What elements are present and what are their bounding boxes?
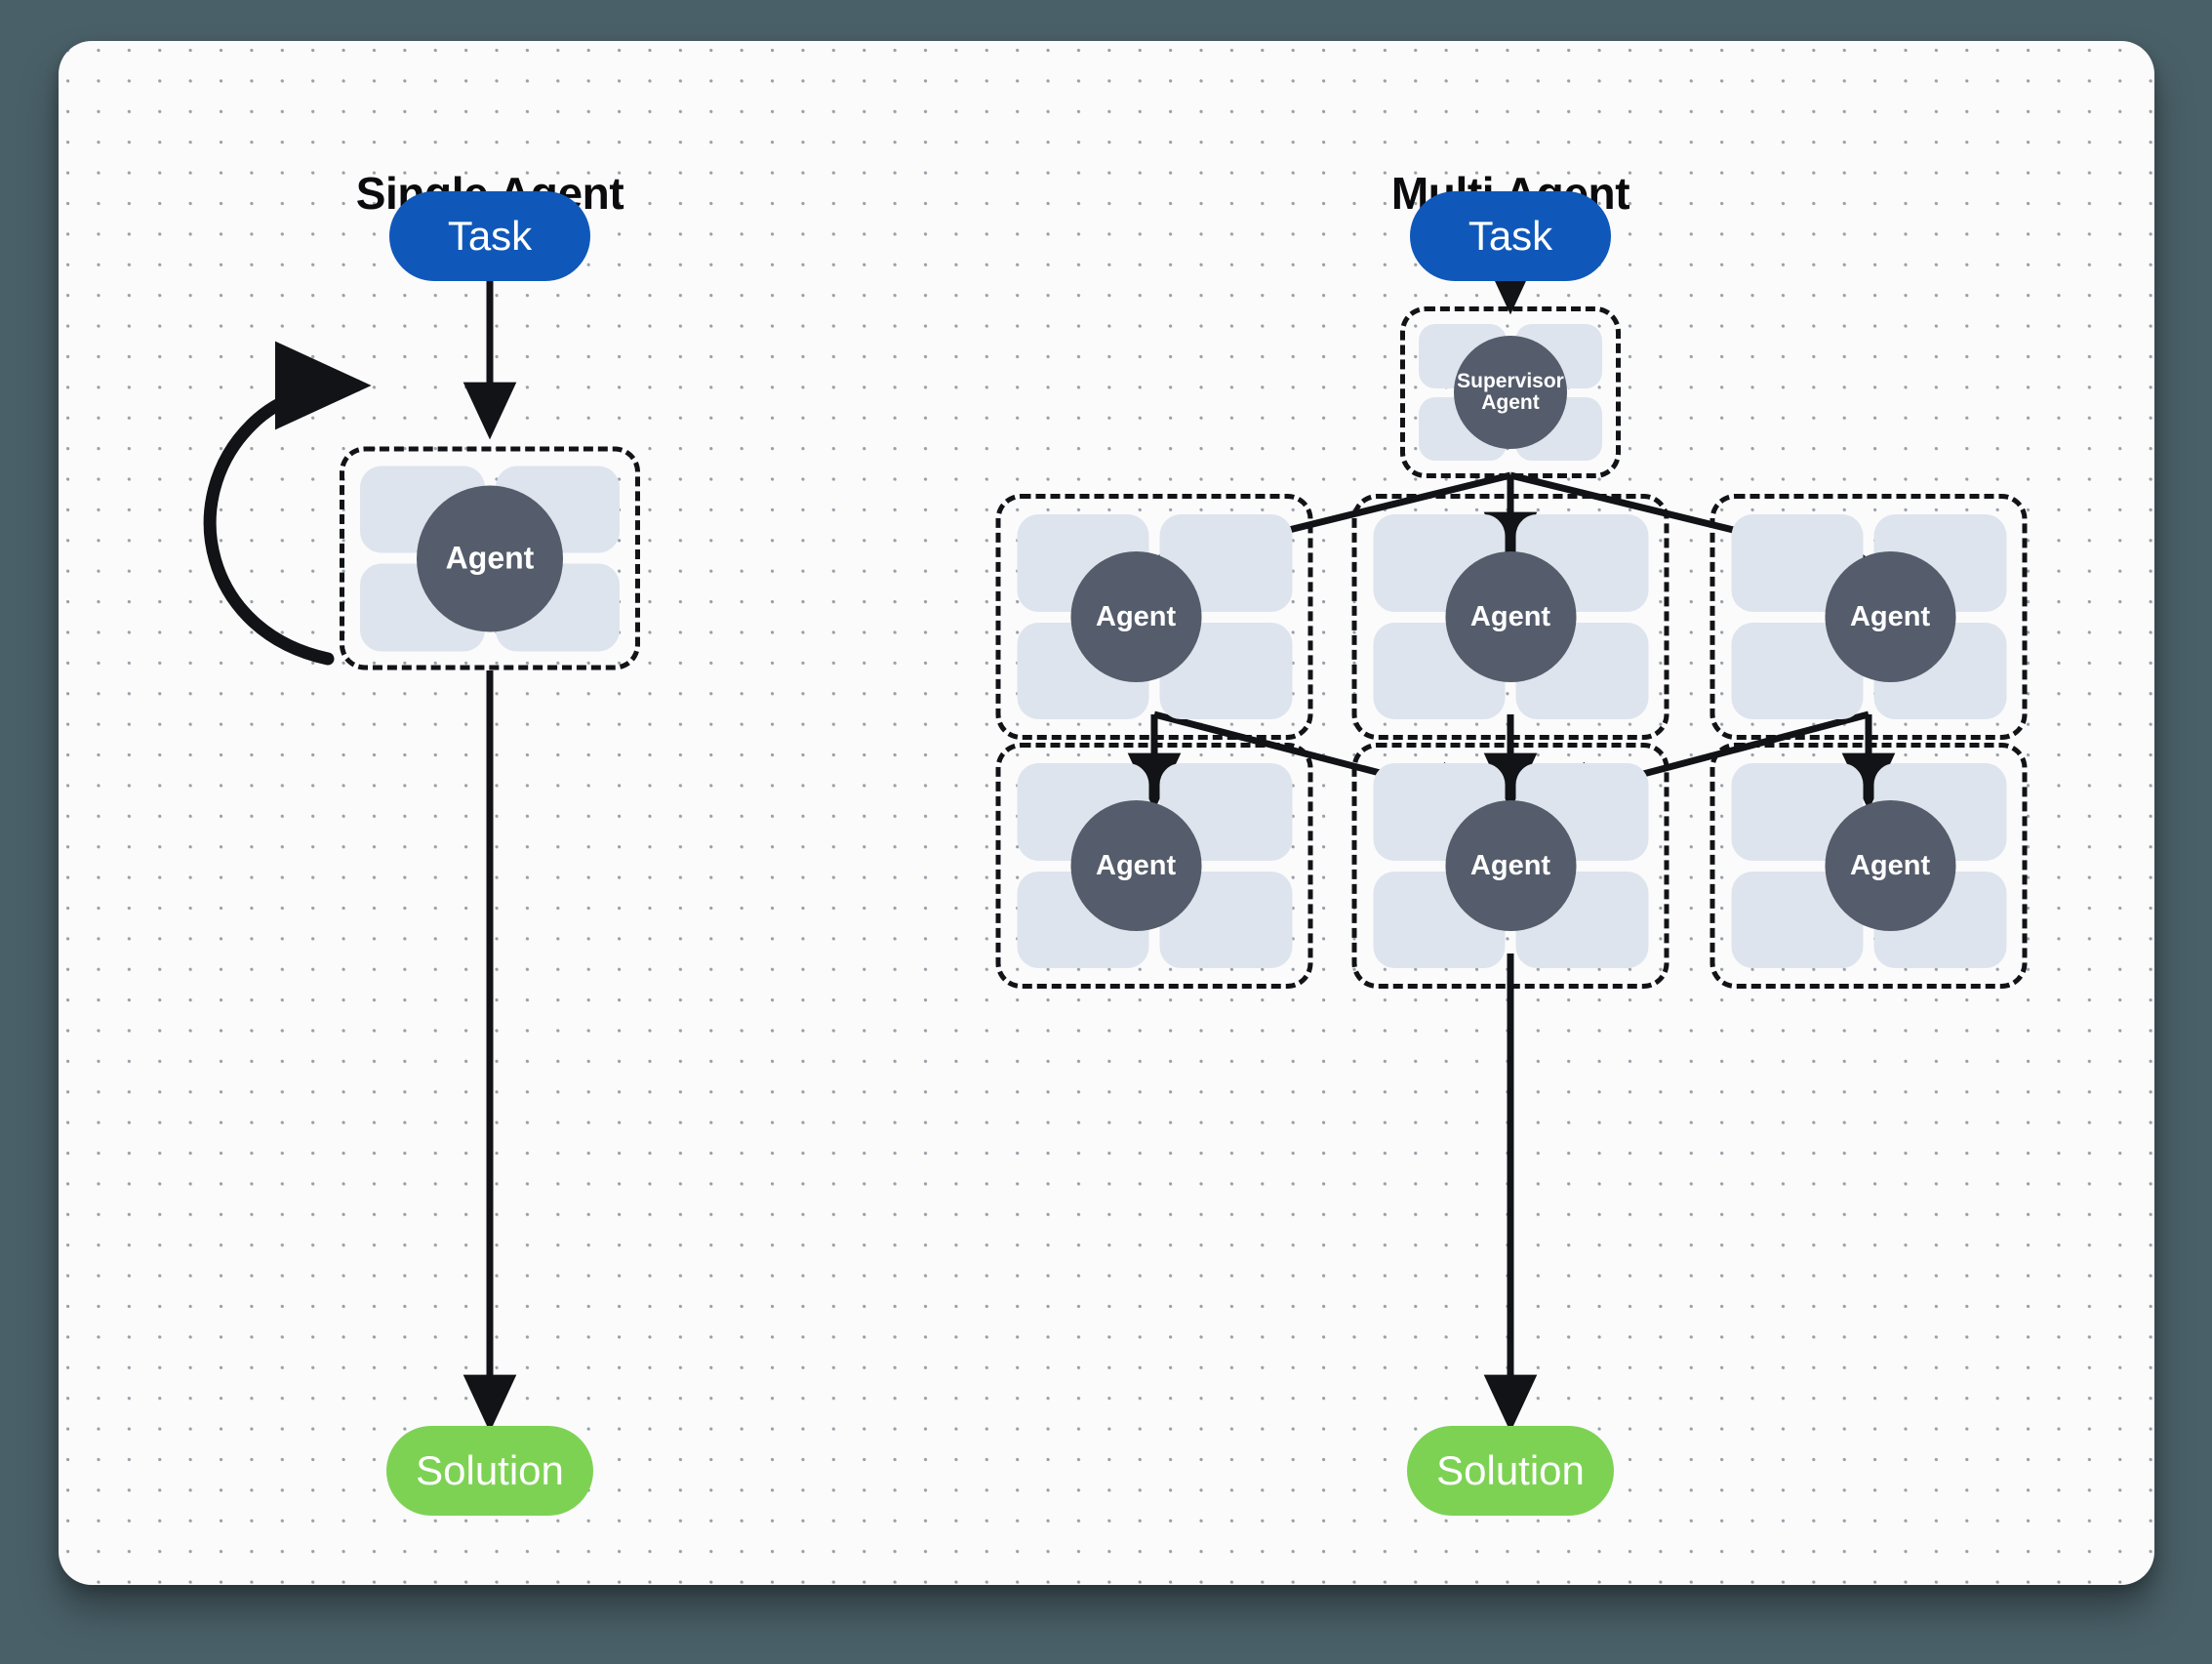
node-agent-row2-center[interactable]: Agent (1351, 743, 1669, 989)
agent-label: Agent (1469, 849, 1551, 881)
node-agent-single[interactable]: Agent (340, 446, 640, 670)
agent-label: Agent (1849, 849, 1931, 881)
task-label: Task (447, 213, 533, 259)
task-label: Task (1468, 213, 1553, 259)
supervisor-label-line1: Supervisor (1457, 369, 1564, 392)
agent-label: Agent (1849, 600, 1931, 632)
agent-circle: Agent (1445, 800, 1576, 931)
agent-circle: Agent (1445, 551, 1576, 682)
node-solution-single[interactable]: Solution (386, 1426, 593, 1516)
node-agent-row2-right[interactable]: Agent (1709, 743, 2028, 989)
supervisor-label-line2: Agent (1481, 391, 1540, 414)
agent-circle: Agent (417, 485, 563, 631)
supervisor-circle: Supervisor Agent (1454, 336, 1567, 449)
agent-circle: Agent (1825, 800, 1956, 931)
solution-label: Solution (416, 1447, 564, 1493)
node-task-single[interactable]: Task (389, 191, 590, 281)
solution-label: Solution (1436, 1447, 1585, 1493)
node-agent-row1-left[interactable]: Agent (995, 494, 1313, 740)
agent-label: Agent (445, 540, 535, 576)
node-supervisor-agent[interactable]: Supervisor Agent (1400, 306, 1621, 478)
agent-label: Agent (1469, 600, 1551, 632)
node-agent-row1-right[interactable]: Agent (1709, 494, 2028, 740)
agent-label: Agent (1096, 600, 1177, 632)
node-solution-multi[interactable]: Solution (1407, 1426, 1614, 1516)
agent-circle: Agent (1070, 551, 1202, 682)
edge-self-loop-single (203, 341, 372, 666)
agent-circle: Agent (1070, 800, 1202, 931)
agent-circle: Agent (1825, 551, 1956, 682)
node-task-multi[interactable]: Task (1410, 191, 1611, 281)
diagram-card: Single Agent Task Agent Solution Multi A… (59, 41, 2154, 1585)
node-agent-row2-left[interactable]: Agent (995, 743, 1313, 989)
node-agent-row1-center[interactable]: Agent (1351, 494, 1669, 740)
agent-label: Agent (1096, 849, 1177, 881)
